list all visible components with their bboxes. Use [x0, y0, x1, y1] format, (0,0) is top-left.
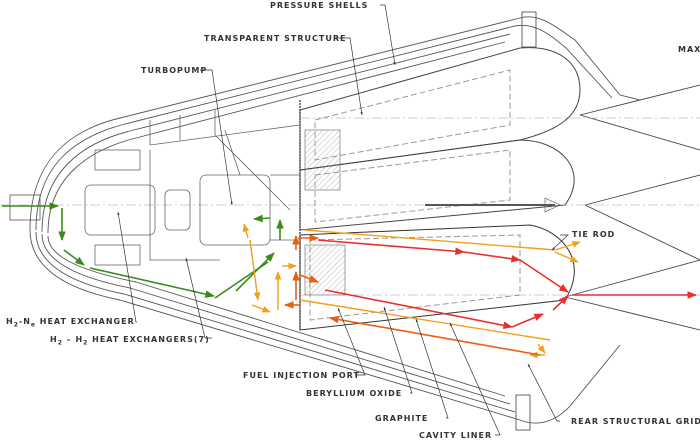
label-graphite: GRAPHITE: [375, 414, 429, 423]
label-beryllium-oxide: BERYLLIUM OXIDE: [306, 389, 403, 398]
label-maxi: MAXI: [678, 45, 700, 54]
label-h2-ne-sub1: 2: [13, 321, 19, 329]
label-h2-ne-sub2: e: [30, 321, 36, 329]
pressure-shell-outline: [29, 16, 641, 424]
label-h2-h2-rest: HEAT EXCHANGERS(7): [88, 335, 210, 344]
beryllium-oxide-regions: [299, 100, 346, 330]
label-h2-ne-rest: HEAT EXCHANGER: [35, 317, 135, 326]
label-rear-structural-grid: REAR STRUCTURAL GRID: [571, 417, 700, 426]
label-h2-ne-h: H: [6, 317, 14, 326]
label-transparent-structure: TRANSPARENT STRUCTURE: [204, 34, 347, 43]
tie-rod: [425, 197, 561, 213]
label-h2-h2-heat-exchangers: H2 – H2 HEAT EXCHANGERS(7): [50, 335, 210, 347]
red-flow-arrows: [317, 239, 697, 330]
label-h2-h2-h: H: [50, 335, 58, 344]
dark-orange-flow-arrows: [284, 234, 541, 356]
label-turbopump: TURBOPUMP: [141, 66, 208, 75]
green-flow-arrows: [2, 202, 284, 299]
label-cavity-liner: CAVITY LINER: [419, 431, 493, 440]
leader-lines: [117, 4, 569, 436]
orange-flow-arrows: [242, 223, 581, 359]
label-h2-h2-sub1: 2: [57, 339, 63, 347]
label-h2-ne-mid: -N: [18, 317, 31, 326]
label-h2-h2-sub2: 2: [83, 339, 89, 347]
label-h2-ne-heat-exchanger: H2-Ne HEAT EXCHANGER: [6, 317, 135, 329]
label-pressure-shells: PRESSURE SHELLS: [270, 1, 369, 10]
label-tie-rod: TIE ROD: [572, 230, 616, 239]
label-fuel-injection-port: FUEL INJECTION PORT: [243, 371, 360, 380]
turbopump-machinery: [9, 110, 301, 266]
label-h2-h2-mid: – H: [62, 335, 84, 344]
